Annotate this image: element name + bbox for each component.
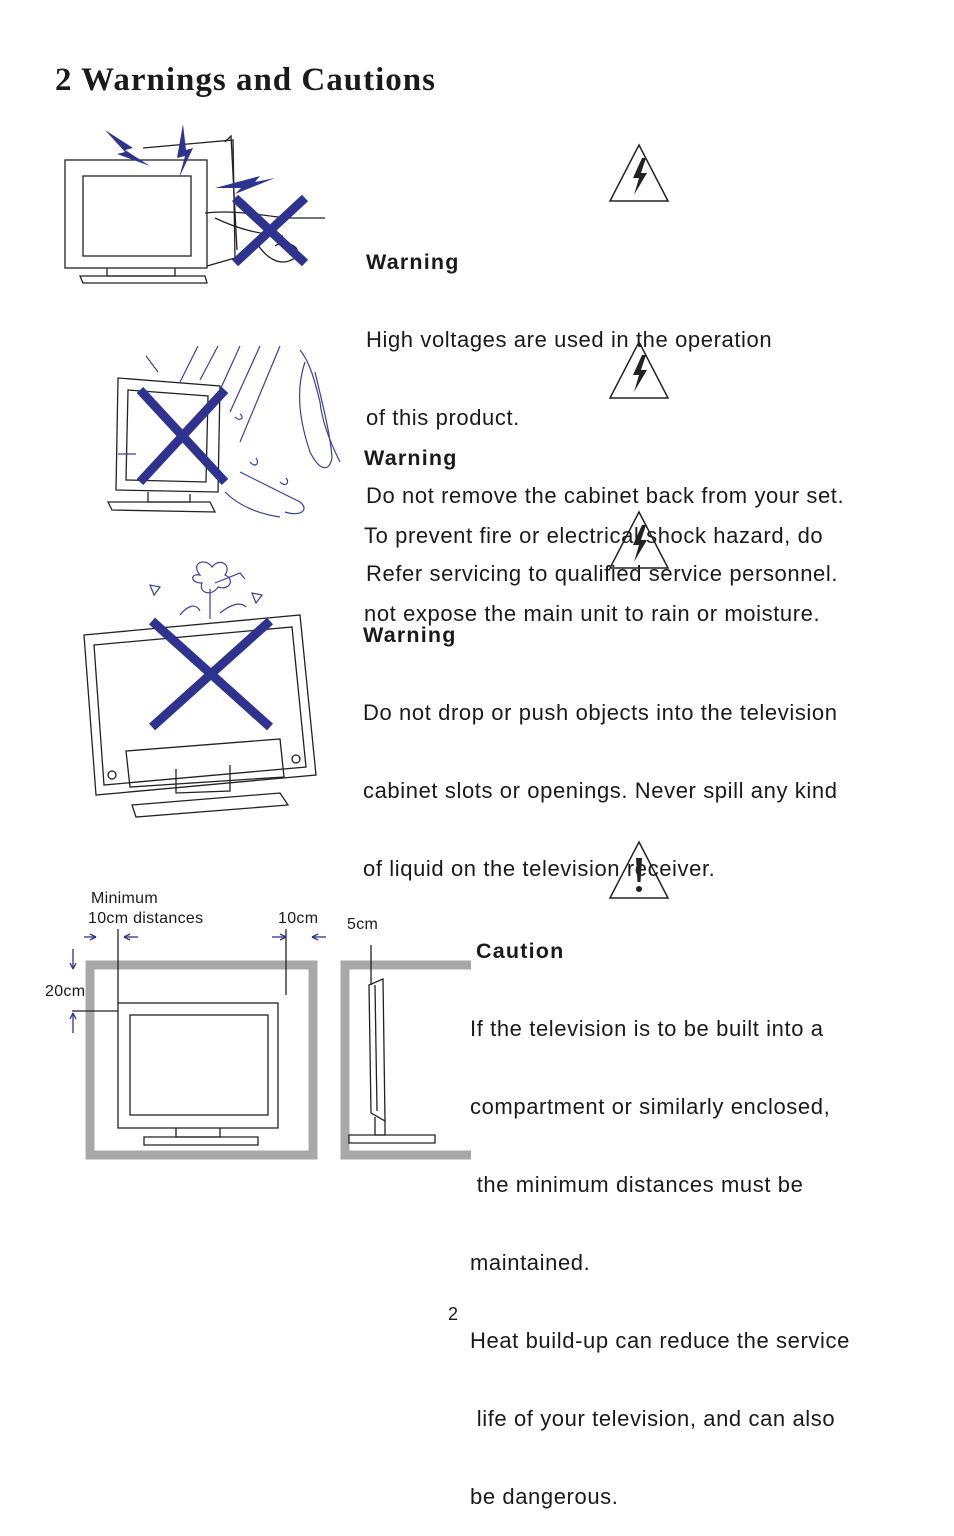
illustration-high-voltage <box>64 124 325 284</box>
section-heading: Warning <box>366 250 460 274</box>
warning-section-1: Warning High voltages are used in the op… <box>366 197 844 613</box>
section-line: Heat build-up can reduce the service <box>470 1328 850 1353</box>
section-line: Do not drop or push objects into the tel… <box>363 700 838 725</box>
illustration-objects-liquids <box>83 561 317 818</box>
lightning-triangle-icon <box>608 510 670 569</box>
section-line: If the television is to be built into a <box>470 1016 824 1041</box>
lightning-triangle-icon <box>608 143 670 202</box>
section-heading: Warning <box>364 446 458 470</box>
label-10cm-distances: 10cm distances <box>88 910 204 927</box>
section-line: of this product. <box>366 405 520 430</box>
clearance-diagram-side <box>340 945 471 1160</box>
warning-section-3: Warning Do not drop or push objects into… <box>363 570 838 908</box>
section-heading: Warning <box>363 623 457 647</box>
section-line: High voltages are used in the operation <box>366 327 773 352</box>
section-line: life of your television, and can also <box>470 1406 836 1431</box>
label-minimum: Minimum <box>91 890 158 907</box>
section-line: the minimum distances must be <box>470 1172 804 1197</box>
page-title: 2 Warnings and Cautions <box>55 62 436 98</box>
page-number: 2 <box>448 1304 459 1324</box>
section-line: cabinet slots or openings. Never spill a… <box>363 778 838 803</box>
section-line: maintained. <box>470 1250 591 1275</box>
exclamation-triangle-icon <box>608 840 670 899</box>
section-line: be dangerous. <box>470 1484 619 1509</box>
illustration-rain-moisture <box>106 345 341 518</box>
label-20cm: 20cm <box>45 983 86 1000</box>
section-heading: Caution <box>476 939 565 963</box>
clearance-diagram-front <box>69 929 326 1160</box>
caution-section: Caution If the television is to be built… <box>470 886 850 1536</box>
section-line: of liquid on the television receiver. <box>363 856 716 881</box>
label-5cm: 5cm <box>347 916 379 933</box>
section-line: Do not remove the cabinet back from your… <box>366 483 845 508</box>
section-line: To prevent fire or electrical shock haza… <box>364 523 824 548</box>
section-line: compartment or similarly enclosed, <box>470 1094 831 1119</box>
lightning-triangle-icon <box>608 340 670 399</box>
section-line: Refer servicing to qualified service per… <box>366 561 839 586</box>
section-line: not expose the main unit to rain or mois… <box>364 601 821 626</box>
warning-section-2: Warning To prevent fire or electrical sh… <box>364 393 823 653</box>
label-10cm-right: 10cm <box>278 910 319 927</box>
